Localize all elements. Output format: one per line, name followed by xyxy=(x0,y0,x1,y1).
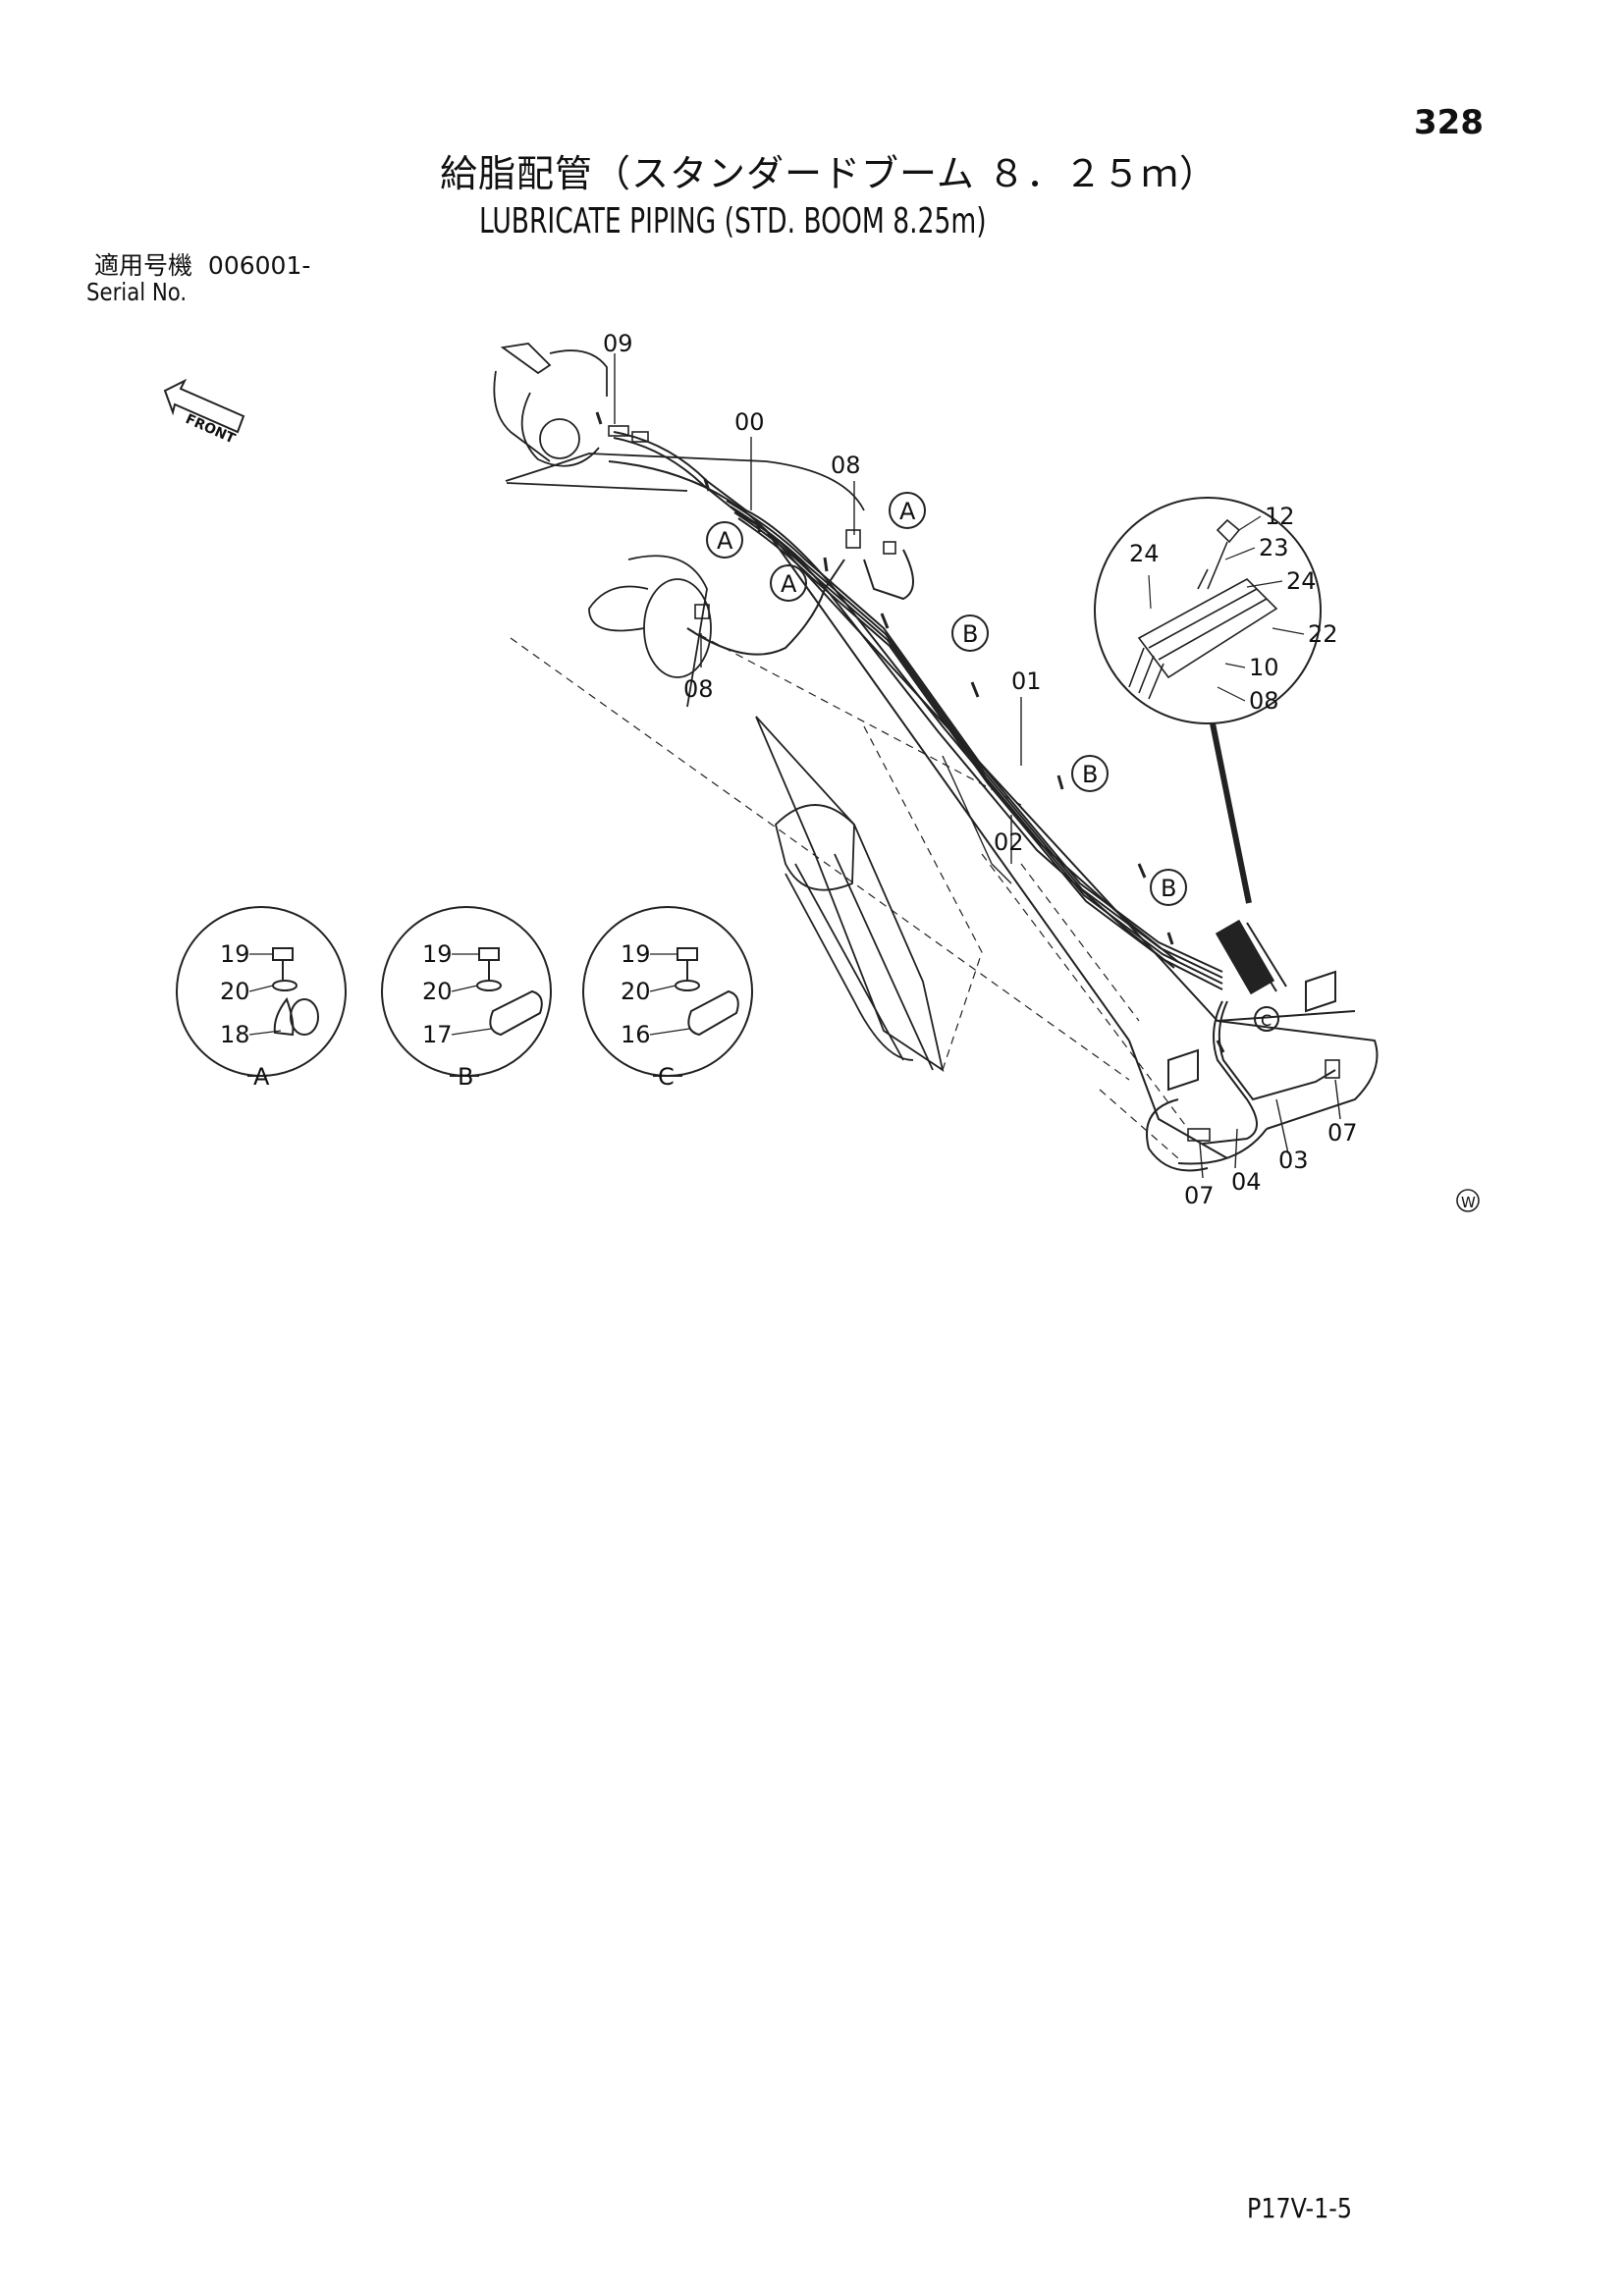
w-mark: W xyxy=(1461,1194,1476,1211)
callout-08-top: 08 xyxy=(831,452,861,479)
detail-c-washer: 20 xyxy=(621,978,651,1005)
detail-b-clamp: 17 xyxy=(422,1021,453,1048)
boom-body xyxy=(608,460,1379,1172)
callout-24-left: 24 xyxy=(1129,540,1160,567)
marker-b-2: B xyxy=(1082,761,1098,788)
callout-08-detail: 08 xyxy=(1249,687,1279,715)
piping-lines xyxy=(613,431,1336,1145)
detail-a-clamp: 18 xyxy=(220,1021,250,1048)
document-code: P17V-1-5 xyxy=(1247,2192,1352,2224)
marker-a-1: A xyxy=(717,527,733,555)
front-arrow-icon: FRONT xyxy=(163,378,245,448)
detail-b-washer: 20 xyxy=(422,978,453,1005)
grease-distributor-block xyxy=(1215,919,1287,995)
detail-circle-c xyxy=(582,906,753,1077)
pipe-clamps xyxy=(595,411,1225,1053)
detail-leaders xyxy=(1148,515,1305,702)
callout-08-left: 08 xyxy=(683,675,714,703)
detail-labels: 19 20 18 A 19 20 17 B 19 20 16 C xyxy=(220,940,675,1091)
callout-10: 10 xyxy=(1249,654,1279,681)
callout-23: 23 xyxy=(1259,534,1289,561)
callout-04: 04 xyxy=(1231,1168,1262,1196)
marker-c-1: C xyxy=(1261,1011,1272,1030)
marker-b-3: B xyxy=(1161,875,1176,902)
callout-24-right: 24 xyxy=(1286,567,1317,595)
title-japanese: 給脂配管（スタンダードブーム ８．２５ｍ） xyxy=(440,152,1218,195)
callout-09: 09 xyxy=(603,330,633,357)
marker-b-1: B xyxy=(962,620,978,648)
part-callouts: 09 00 08 08 01 02 03 04 07 07 12 23 24 2… xyxy=(603,330,1358,1209)
serial-label-en: Serial No. xyxy=(86,278,188,306)
serial-value: 006001- xyxy=(207,251,311,280)
page-number: 328 xyxy=(1414,103,1484,142)
detail-b-id: B xyxy=(458,1063,473,1091)
distributor-detail-view xyxy=(1094,497,1322,904)
title-english: LUBRICATE PIPING (STD. BOOM 8.25m) xyxy=(479,201,987,241)
boom-base-outline xyxy=(493,343,865,708)
callout-01: 01 xyxy=(1011,667,1042,695)
detail-c-bolt: 19 xyxy=(621,940,651,968)
serial-label-jp: 適用号機 006001- xyxy=(94,253,310,278)
marker-letters: A A A B B B C W xyxy=(717,498,1476,1211)
marker-circles xyxy=(706,492,1480,1212)
detail-label-leaders xyxy=(248,953,690,1036)
detail-circle-a xyxy=(176,906,347,1077)
marker-a-2: A xyxy=(899,498,916,525)
fittings xyxy=(608,425,1340,1142)
marker-a-3: A xyxy=(781,570,797,598)
detail-a-id: A xyxy=(253,1063,270,1091)
detail-c-clamp: 16 xyxy=(621,1021,651,1048)
detail-b-bolt: 19 xyxy=(422,940,453,968)
boom-cylinder xyxy=(755,716,945,1072)
callout-07-left: 07 xyxy=(1184,1182,1215,1209)
detail-a-washer: 20 xyxy=(220,978,250,1005)
boom-hidden-lines xyxy=(510,627,1189,1159)
callout-22: 22 xyxy=(1308,620,1338,648)
detail-c-id: C xyxy=(658,1063,675,1091)
detail-circle-b xyxy=(381,906,552,1077)
serial-jp-label: 適用号機 xyxy=(94,251,193,280)
callout-00: 00 xyxy=(734,408,765,436)
callout-12: 12 xyxy=(1265,503,1295,530)
callout-03: 03 xyxy=(1278,1147,1309,1174)
leader-lines xyxy=(614,353,1341,1179)
detail-a-bolt: 19 xyxy=(220,940,250,968)
callout-02: 02 xyxy=(994,828,1024,856)
callout-07-right: 07 xyxy=(1327,1119,1358,1147)
